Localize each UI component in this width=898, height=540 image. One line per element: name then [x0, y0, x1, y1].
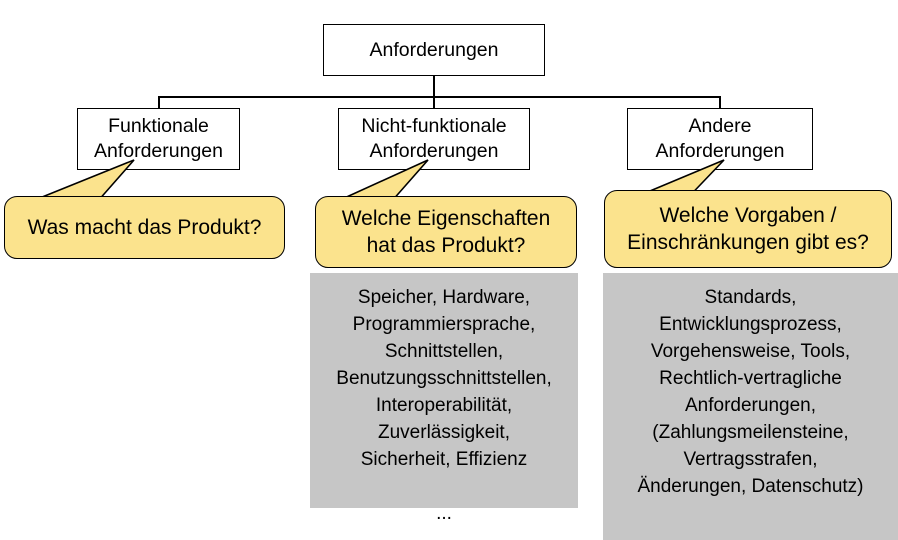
connector-to-other: [719, 96, 721, 109]
node-andere-anforderungen: Andere Anforderungen: [627, 108, 813, 170]
connector-root-stem: [433, 76, 435, 98]
node-anforderungen: Anforderungen: [323, 24, 545, 76]
callout-functional: Was macht das Produkt?: [4, 196, 285, 259]
detail-box-nonfunctional: Speicher, Hardware, Programmiersprache, …: [310, 273, 578, 524]
node-funktionale-anforderungen: Funktionale Anforderungen: [77, 108, 240, 170]
connector-horizontal-bar: [158, 96, 720, 98]
connector-to-nonfunctional: [433, 96, 435, 109]
callout-nonfunctional: Welche Eigenschaften hat das Produkt?: [315, 196, 577, 268]
connector-to-functional: [158, 96, 160, 109]
callout-other: Welche Vorgaben / Einschränkungen gibt e…: [604, 190, 892, 268]
node-nicht-funktionale-anforderungen: Nicht-funktionale Anforderungen: [338, 108, 530, 170]
detail-box-other: Standards, Entwicklungsprozess, Vorgehen…: [603, 273, 898, 540]
